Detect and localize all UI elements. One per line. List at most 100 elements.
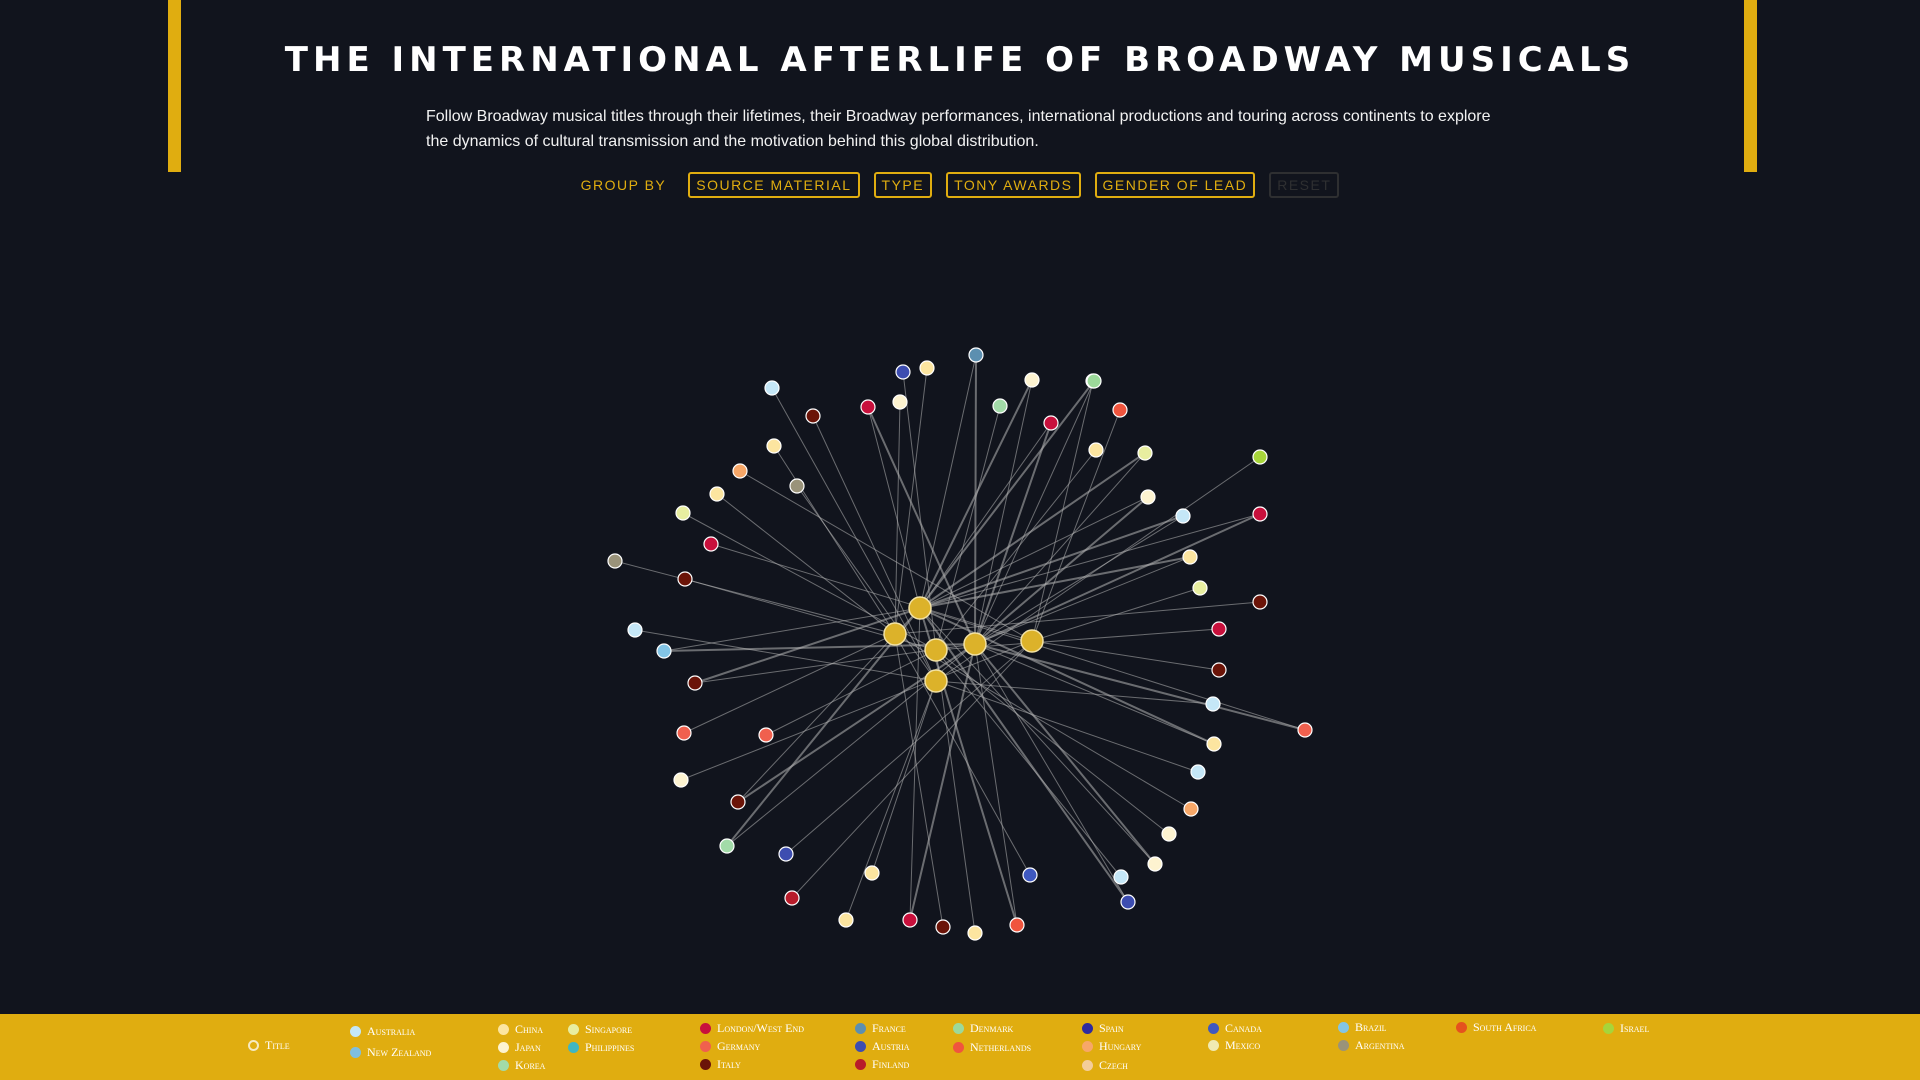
group-gender-of-lead-button[interactable]: GENDER OF LEAD	[1094, 172, 1256, 198]
group-source-material-button[interactable]: SOURCE MATERIAL	[688, 172, 860, 198]
legend-item: Mexico	[1208, 1038, 1260, 1053]
title-node[interactable]	[908, 596, 932, 620]
country-node[interactable]	[732, 463, 748, 479]
country-node[interactable]	[1211, 621, 1227, 637]
country-node[interactable]	[766, 438, 782, 454]
network-link	[680, 640, 1033, 781]
legend-item: Spain	[1082, 1021, 1124, 1036]
country-node[interactable]	[656, 643, 672, 659]
country-node[interactable]	[864, 865, 880, 881]
country-node[interactable]	[778, 846, 794, 862]
country-node[interactable]	[1137, 445, 1153, 461]
country-node[interactable]	[1183, 801, 1199, 817]
country-node[interactable]	[805, 408, 821, 424]
country-node[interactable]	[892, 394, 908, 410]
country-node[interactable]	[895, 364, 911, 380]
legend-label: Argentina	[1355, 1038, 1405, 1052]
network-link	[694, 607, 921, 684]
country-node[interactable]	[1161, 826, 1177, 842]
country-node[interactable]	[676, 725, 692, 741]
country-node[interactable]	[1009, 917, 1025, 933]
country-node[interactable]	[1088, 442, 1104, 458]
country-node[interactable]	[1147, 856, 1163, 872]
title-node[interactable]	[883, 622, 907, 646]
country-node[interactable]	[860, 399, 876, 415]
legend-swatch	[1208, 1040, 1219, 1051]
country-node[interactable]	[902, 912, 918, 928]
legend-swatch	[1456, 1022, 1467, 1033]
country-node[interactable]	[1140, 489, 1156, 505]
title-node[interactable]	[963, 632, 987, 656]
network-link	[935, 449, 1097, 651]
country-node[interactable]	[935, 919, 951, 935]
group-type-button[interactable]: TYPE	[873, 172, 933, 198]
country-node[interactable]	[1175, 508, 1191, 524]
legend-item: Denmark	[953, 1021, 1013, 1036]
legend-swatch	[855, 1023, 866, 1034]
country-node[interactable]	[1120, 894, 1136, 910]
title-nodes	[883, 596, 1044, 693]
country-node[interactable]	[719, 838, 735, 854]
country-node[interactable]	[687, 675, 703, 691]
country-node[interactable]	[838, 912, 854, 928]
country-node[interactable]	[1112, 402, 1128, 418]
legend-item: Netherlands	[953, 1040, 1031, 1055]
country-node[interactable]	[709, 486, 725, 502]
legend-item: Germany	[700, 1039, 760, 1054]
country-node[interactable]	[1022, 867, 1038, 883]
country-node[interactable]	[677, 571, 693, 587]
country-node[interactable]	[1205, 696, 1221, 712]
country-node[interactable]	[789, 478, 805, 494]
country-node[interactable]	[1252, 506, 1268, 522]
title-node[interactable]	[924, 669, 948, 693]
network-link	[1031, 409, 1121, 642]
country-node[interactable]	[1182, 549, 1198, 565]
legend-swatch	[953, 1042, 964, 1053]
country-node[interactable]	[607, 553, 623, 569]
network-link	[974, 380, 1095, 645]
legend-item: Czech	[1082, 1058, 1128, 1073]
group-tony-awards-button[interactable]: TONY AWARDS	[946, 172, 1081, 198]
country-node[interactable]	[1113, 869, 1129, 885]
title-node[interactable]	[924, 638, 948, 662]
country-node[interactable]	[1024, 372, 1040, 388]
network-graph[interactable]	[0, 0, 1920, 1014]
country-node[interactable]	[703, 536, 719, 552]
network-link	[773, 445, 896, 635]
legend-swatch	[568, 1024, 579, 1035]
country-node[interactable]	[1192, 580, 1208, 596]
country-node[interactable]	[1252, 594, 1268, 610]
country-node[interactable]	[784, 890, 800, 906]
country-node[interactable]	[1252, 449, 1268, 465]
country-node[interactable]	[1043, 415, 1059, 431]
country-node[interactable]	[1206, 736, 1222, 752]
legend-label: Italy	[717, 1057, 741, 1071]
country-node[interactable]	[1190, 764, 1206, 780]
title-node[interactable]	[1020, 629, 1044, 653]
country-node[interactable]	[627, 622, 643, 638]
network-link	[919, 379, 1033, 609]
country-node[interactable]	[673, 772, 689, 788]
network-link	[974, 643, 1129, 903]
legend-item: Israel	[1603, 1021, 1649, 1036]
legend-label: Hungary	[1099, 1039, 1142, 1053]
country-node[interactable]	[967, 925, 983, 941]
country-node[interactable]	[764, 380, 780, 396]
reset-button[interactable]: RESET	[1269, 172, 1340, 198]
country-node[interactable]	[992, 398, 1008, 414]
network-link	[894, 633, 1192, 810]
country-node[interactable]	[675, 505, 691, 521]
country-node[interactable]	[730, 794, 746, 810]
legend-swatch	[1082, 1041, 1093, 1052]
legend-swatch	[498, 1024, 509, 1035]
right-gold-bar	[1744, 0, 1757, 172]
network-link	[614, 560, 896, 635]
country-node[interactable]	[1211, 662, 1227, 678]
country-node[interactable]	[1086, 373, 1102, 389]
country-node[interactable]	[919, 360, 935, 376]
country-node[interactable]	[968, 347, 984, 363]
country-node[interactable]	[758, 727, 774, 743]
country-node[interactable]	[1297, 722, 1313, 738]
legend-item: Japan	[498, 1040, 541, 1055]
